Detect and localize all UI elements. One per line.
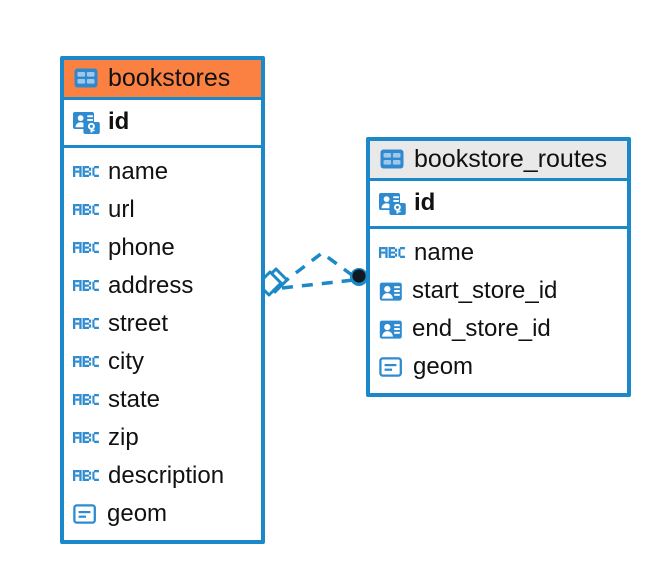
field-row-geom[interactable]: geom	[73, 495, 251, 533]
field-row-zip[interactable]: zip	[73, 419, 251, 457]
entity-columns-section: name u	[64, 148, 261, 540]
field-name: geom	[107, 500, 168, 527]
field-row-start-store-id[interactable]: start_store_id	[379, 272, 617, 310]
primary-key-icon	[73, 109, 100, 136]
field-row-description[interactable]: description	[73, 457, 251, 495]
field-row-state[interactable]: state	[73, 381, 251, 419]
primary-key-icon	[379, 190, 406, 217]
text-type-icon	[73, 428, 100, 448]
geometry-type-icon	[379, 356, 405, 378]
field-name: url	[108, 196, 135, 223]
field-name: description	[108, 462, 225, 489]
field-name: phone	[108, 234, 175, 261]
field-name: end_store_id	[412, 315, 551, 342]
field-row-end-store-id[interactable]: end_store_id	[379, 310, 617, 348]
field-name: address	[108, 272, 194, 299]
entity-table-bookstores[interactable]: bookstores	[60, 56, 265, 544]
field-name: start_store_id	[412, 277, 558, 304]
field-row-phone[interactable]: phone	[73, 229, 251, 267]
entity-columns-section: name start_store_id	[370, 229, 627, 393]
field-name: geom	[413, 353, 474, 380]
field-row-city[interactable]: city	[73, 343, 251, 381]
text-type-icon	[73, 390, 100, 410]
text-type-icon	[73, 200, 100, 220]
field-name: city	[108, 348, 144, 375]
text-type-icon	[73, 162, 100, 182]
entity-header-bookstore-routes[interactable]: bookstore_routes	[370, 141, 627, 181]
text-type-icon	[73, 352, 100, 372]
text-type-icon	[73, 314, 100, 334]
field-row-name[interactable]: name	[379, 234, 617, 272]
geometry-type-icon	[73, 503, 99, 525]
text-type-icon	[73, 238, 100, 258]
entity-primary-key-section: id	[64, 100, 261, 148]
field-name: id	[108, 108, 130, 135]
field-row-geom[interactable]: geom	[379, 348, 617, 386]
field-name: name	[414, 239, 475, 266]
field-row-address[interactable]: address	[73, 267, 251, 305]
field-name: street	[108, 310, 169, 337]
entity-table-bookstore-routes[interactable]: bookstore_routes	[366, 137, 631, 397]
field-row-url[interactable]: url	[73, 191, 251, 229]
text-type-icon	[73, 276, 100, 296]
entity-title: bookstore_routes	[414, 145, 608, 173]
relationship-line-upper	[278, 250, 358, 287]
relationship-line-lower	[281, 278, 355, 290]
entity-title: bookstores	[108, 64, 231, 92]
entity-primary-key-section: id	[370, 181, 627, 229]
field-name: id	[414, 189, 436, 216]
foreign-key-icon	[379, 280, 404, 303]
field-row-id[interactable]: id	[73, 103, 251, 141]
table-icon	[73, 65, 99, 91]
field-name: zip	[108, 424, 139, 451]
text-type-icon	[379, 243, 406, 263]
field-row-street[interactable]: street	[73, 305, 251, 343]
field-row-id[interactable]: id	[379, 184, 617, 222]
foreign-key-icon	[379, 318, 404, 341]
text-type-icon	[73, 466, 100, 486]
entity-header-bookstores[interactable]: bookstores	[64, 60, 261, 100]
field-name: state	[108, 386, 161, 413]
field-name: name	[108, 158, 169, 185]
field-row-name[interactable]: name	[73, 153, 251, 191]
table-icon	[379, 146, 405, 172]
